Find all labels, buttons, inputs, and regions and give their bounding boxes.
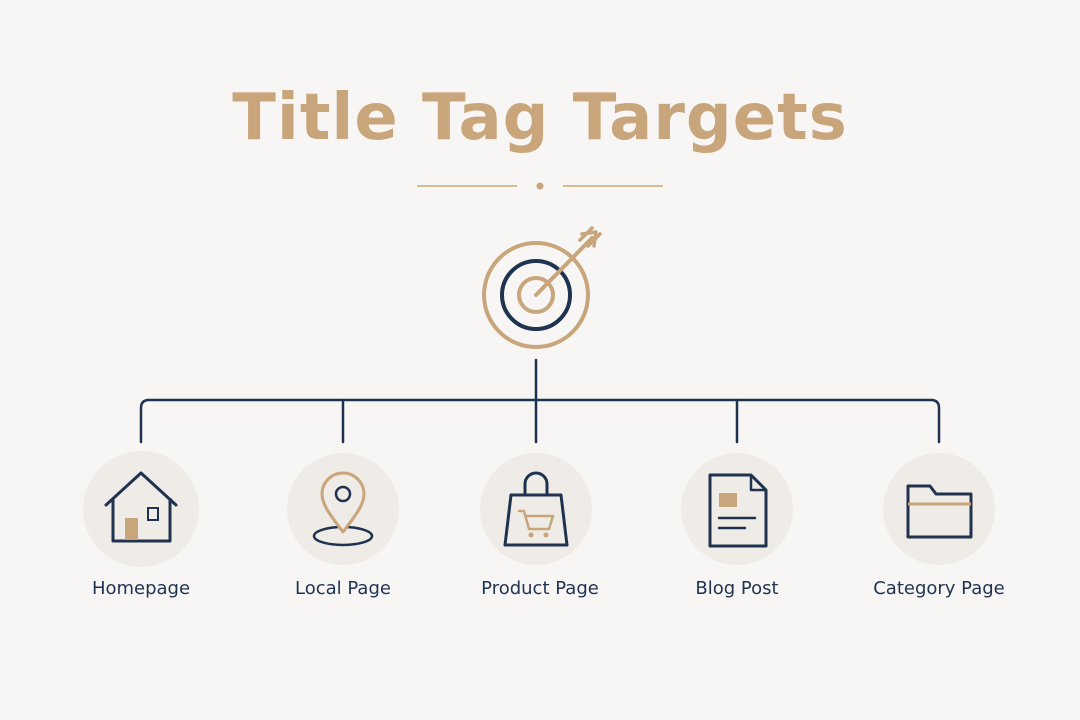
map-pin-icon: [312, 471, 374, 547]
document-icon: [708, 473, 768, 548]
tree-connectors: [139, 358, 941, 444]
node-category-page: [883, 453, 995, 565]
title-divider: [417, 182, 663, 190]
target-icon: [482, 226, 602, 349]
shopping-bag-icon: [503, 471, 569, 547]
node-homepage: [83, 451, 199, 567]
node-label-homepage: Homepage: [91, 578, 191, 599]
diagram-title: Title Tag Targets: [232, 81, 848, 155]
node-blog-post: [681, 453, 793, 565]
house-icon: [104, 471, 178, 543]
node-local-page: [287, 453, 399, 565]
folder-icon: [906, 484, 973, 539]
node-label-category-page: Category Page: [873, 578, 1005, 599]
node-label-blog-post: Blog Post: [695, 578, 779, 599]
node-product-page: [480, 453, 592, 565]
node-label-local-page: Local Page: [295, 578, 391, 599]
node-label-product-page: Product Page: [481, 578, 599, 599]
